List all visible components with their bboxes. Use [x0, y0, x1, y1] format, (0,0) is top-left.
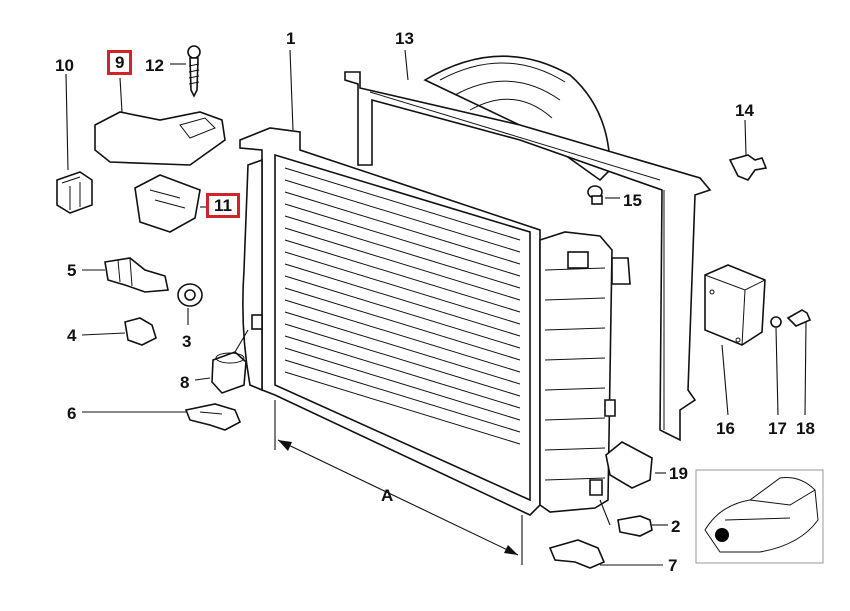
washer-17	[770, 316, 782, 328]
clip-6	[184, 403, 242, 431]
clip-7	[548, 539, 606, 569]
callout-6: 6	[67, 404, 77, 423]
vehicle-location-thumbnail	[695, 469, 824, 564]
callout-10: 10	[55, 56, 74, 75]
control-unit-16	[704, 264, 766, 346]
bushing-8	[211, 351, 247, 394]
callout-9: 9	[107, 50, 133, 75]
temperature-switch-5	[104, 257, 169, 293]
cover-part-9	[94, 111, 226, 166]
rubber-mount-10	[56, 171, 93, 214]
plug-4	[124, 317, 157, 346]
bracket-19	[605, 441, 653, 489]
callout-5: 5	[67, 261, 77, 280]
radiator	[239, 127, 631, 516]
callout-19: 19	[669, 464, 688, 483]
callout-18: 18	[796, 419, 815, 438]
callout-16: 16	[716, 419, 735, 438]
callout-11: 11	[206, 193, 240, 218]
callout-13: 13	[395, 29, 414, 48]
fan-shroud	[344, 55, 712, 442]
screw-12	[187, 45, 201, 98]
callout-14: 14	[735, 101, 754, 120]
callout-15: 15	[623, 191, 642, 210]
callout-12: 12	[145, 56, 164, 75]
callout-1: 1	[286, 29, 296, 48]
screw-18	[786, 309, 812, 327]
leader-lines	[65, 49, 807, 566]
dimension-arrow-a	[274, 400, 523, 565]
holder-part-11	[134, 174, 201, 233]
callout-4: 4	[67, 326, 77, 345]
expansion-rivet-14	[728, 154, 768, 181]
callout-3: 3	[182, 332, 192, 351]
gasket-ring-3	[177, 283, 203, 307]
callout-2: 2	[671, 517, 681, 536]
screw-2	[617, 515, 653, 537]
callout-8: 8	[180, 373, 190, 392]
callout-17: 17	[768, 419, 787, 438]
dimension-label-a: A	[381, 486, 394, 505]
callout-7: 7	[668, 556, 678, 575]
screw-15	[587, 185, 603, 205]
